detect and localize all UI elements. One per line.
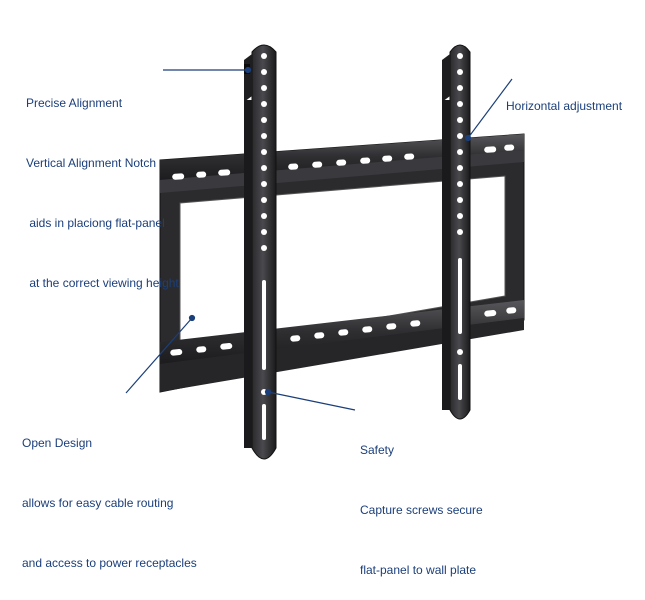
safety-title: Safety bbox=[360, 443, 395, 457]
safety-line-2: flat-panel to wall plate bbox=[360, 563, 477, 577]
horizontal-adjustment-title: Horizontal adjustment bbox=[506, 99, 623, 113]
right-mounting-arm bbox=[442, 44, 471, 420]
top-rail-slots bbox=[172, 144, 515, 180]
leader-safety bbox=[267, 391, 356, 411]
leader-lines bbox=[125, 66, 513, 411]
callout-safety: Safety Capture screws secure flat-panel … bbox=[360, 400, 483, 600]
leader-open-design bbox=[125, 317, 193, 394]
precise-alignment-line-1: Vertical Alignment Notch bbox=[26, 156, 157, 170]
tv-wall-mount-illustration bbox=[125, 44, 525, 460]
precise-alignment-title: Precise Alignment bbox=[26, 96, 123, 110]
left-mounting-arm bbox=[244, 44, 277, 460]
bottom-rail-slots bbox=[170, 307, 517, 356]
callout-horizontal-adjustment: Horizontal adjustment bbox=[506, 56, 622, 136]
open-design-title: Open Design bbox=[22, 436, 93, 450]
left-arm-holes bbox=[261, 53, 267, 440]
open-design-line-2: and access to power receptacles bbox=[22, 556, 197, 570]
safety-line-1: Capture screws secure bbox=[360, 503, 483, 517]
callout-precise-alignment: Precise Alignment Vertical Alignment Not… bbox=[26, 53, 179, 313]
right-arm-holes bbox=[457, 53, 463, 400]
precise-alignment-line-2: aids in placiong flat-panel bbox=[26, 216, 165, 230]
precise-alignment-line-3: at the correct viewing height bbox=[26, 276, 179, 290]
leader-horizontal-adjustment bbox=[467, 78, 513, 139]
callout-open-design: Open Design allows for easy cable routin… bbox=[22, 393, 197, 593]
open-design-line-1: allows for easy cable routing bbox=[22, 496, 174, 510]
